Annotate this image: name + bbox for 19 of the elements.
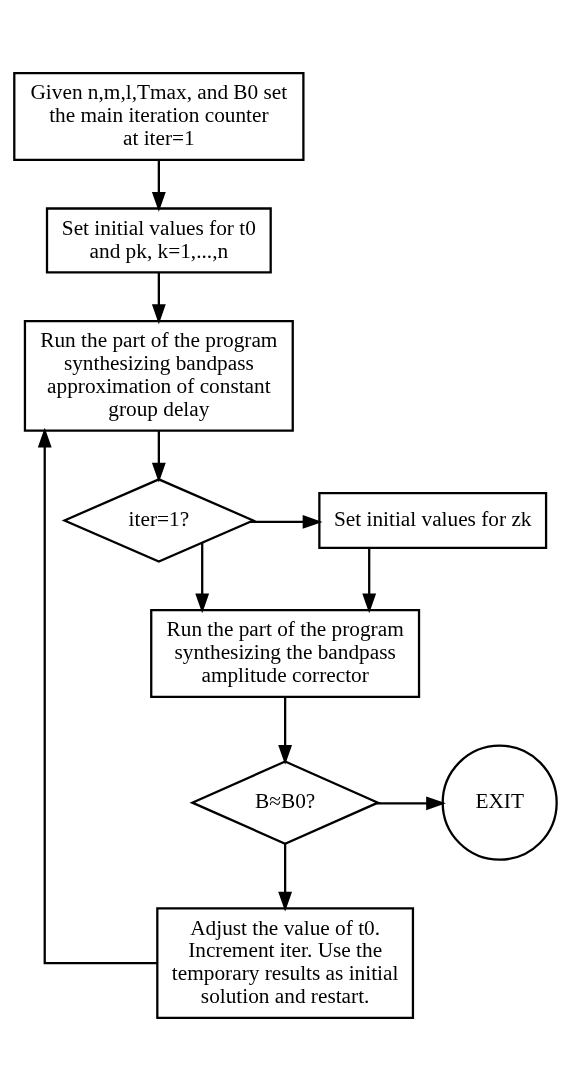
arrow <box>151 159 166 212</box>
node-box: Set initial values for t0 and pk, k=1,...,n <box>45 207 272 274</box>
arrow <box>278 844 293 912</box>
node-diamond: B≈B0? <box>189 760 381 845</box>
arrow <box>195 543 210 614</box>
node-diamond: iter=1? <box>61 478 257 563</box>
arrow <box>37 427 158 965</box>
node-box: Run the part of the program synthesizing the bandpass amplitude corrector <box>150 609 421 699</box>
arrow <box>278 697 293 765</box>
node-box: Set initial values for zk <box>318 491 548 549</box>
arrow <box>376 796 446 811</box>
node-circle: EXIT <box>441 744 558 861</box>
node-box: Run the part of the program synthesizing bandpass approximation of constant group delay <box>23 319 294 432</box>
node-box: Adjust the value of t0. Increment iter. Use the temporary results as initial solution and restart. <box>156 907 415 1020</box>
arrow <box>151 272 166 325</box>
arrow <box>362 548 377 614</box>
arrow <box>151 430 166 483</box>
node-box: Given n,m,l,Tmax, and B0 set the main iteration counter at iter=1 <box>13 71 305 161</box>
arrow <box>250 514 323 529</box>
